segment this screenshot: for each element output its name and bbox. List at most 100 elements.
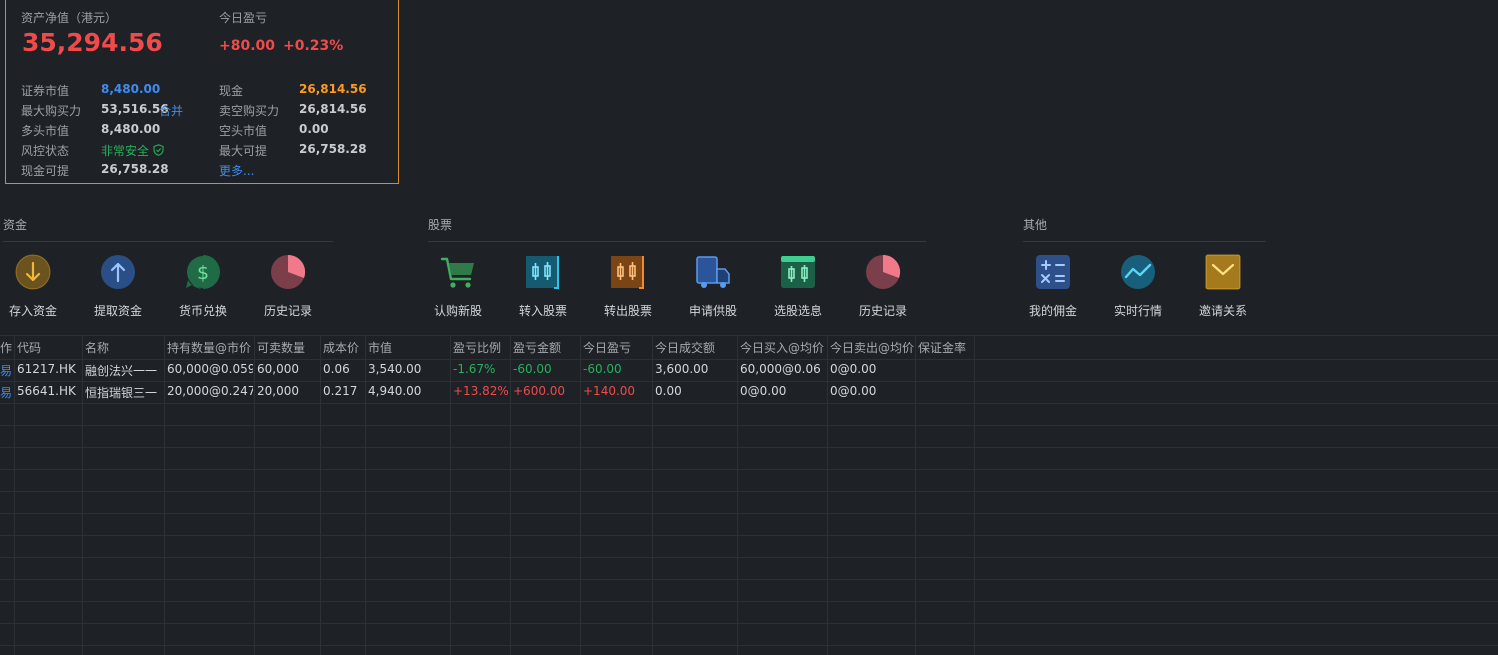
transfer-out-stock-label: 转出股票 (603, 304, 652, 318)
table-column-divider (915, 335, 916, 655)
envelope-icon (1204, 253, 1242, 291)
ipo-subscribe-button[interactable]: 认购新股 (418, 253, 498, 319)
cash-withdrawable-value: 26,758.28 (101, 162, 169, 176)
cart-icon (439, 253, 477, 291)
table-row-divider (0, 447, 1498, 448)
rights-issue-label: 申请供股 (688, 304, 737, 318)
column-header[interactable]: 盈亏金额 (513, 341, 562, 355)
column-header[interactable]: 代码 (17, 341, 42, 355)
securities-value: 8,480.00 (101, 82, 161, 96)
table-cell: 0@0.00 (740, 384, 787, 398)
table-column-divider (510, 335, 511, 655)
table-cell: 60,000 (257, 362, 299, 376)
account-summary-panel: 资产净值（港元） 35,294.56 今日盈亏 +80.00 +0.23% 证券… (5, 0, 399, 184)
withdraw-funds-label: 提取资金 (93, 304, 142, 318)
max-buying-power-label: 最大购买力 (21, 104, 82, 118)
rights-issue-button[interactable]: 申请供股 (673, 253, 753, 319)
table-column-divider (580, 335, 581, 655)
column-header[interactable]: 名称 (85, 341, 110, 355)
today-pl-amount: +80.00 (219, 38, 276, 54)
currency-exchange-button[interactable]: $ 货币兑换 (163, 253, 243, 319)
history-pie-icon (269, 253, 307, 291)
trade-link[interactable]: 易 (0, 364, 13, 378)
column-header[interactable]: 成本价 (323, 341, 360, 355)
section-title-other: 其他 (1023, 218, 1048, 232)
column-header[interactable]: 作 (0, 341, 13, 355)
table-cell: 60,000@0.06 (740, 362, 821, 376)
transfer-in-stock-button[interactable]: 转入股票 (503, 253, 583, 319)
more-link[interactable]: 更多... (219, 164, 255, 178)
column-header[interactable]: 今日买入@均价 (740, 341, 825, 355)
deposit-funds-button[interactable]: 存入资金 (0, 253, 73, 319)
table-row-divider (0, 335, 1498, 336)
table-cell: -1.67% (453, 362, 496, 376)
table-cell: -60.00 (513, 362, 552, 376)
trade-link[interactable]: 易 (0, 386, 13, 400)
table-column-divider (82, 335, 83, 655)
table-row-divider (0, 425, 1498, 426)
section-divider (3, 241, 333, 242)
table-row-divider (0, 579, 1498, 580)
table-cell: 60,000@0.059 (167, 362, 253, 376)
column-header[interactable]: 盈亏比例 (453, 341, 502, 355)
table-cell: 61217.HK (17, 362, 76, 376)
table-column-divider (164, 335, 165, 655)
section-divider (1023, 241, 1266, 242)
table-cell: 0.00 (655, 384, 682, 398)
ipo-subscribe-label: 认购新股 (433, 304, 482, 318)
table-cell: +140.00 (583, 384, 636, 398)
my-commission-button[interactable]: 我的佣金 (1013, 253, 1093, 319)
shield-icon (153, 144, 164, 159)
realtime-quotes-button[interactable]: 实时行情 (1098, 253, 1178, 319)
table-column-divider (254, 335, 255, 655)
table-row-divider (0, 557, 1498, 558)
table-cell: 3,540.00 (368, 362, 422, 376)
risk-status-label: 风控状态 (21, 144, 70, 158)
stock-select-icon (779, 253, 817, 291)
my-commission-label: 我的佣金 (1028, 304, 1077, 318)
net-asset-label: 资产净值（港元） (21, 11, 118, 25)
table-row-divider (0, 359, 1498, 360)
table-row-divider (0, 623, 1498, 624)
invite-relation-button[interactable]: 邀请关系 (1183, 253, 1263, 319)
stock-history-button[interactable]: 历史记录 (843, 253, 923, 319)
transfer-in-icon (524, 253, 562, 291)
cash-label: 现金 (219, 84, 244, 98)
short-market-value-label: 空头市值 (219, 124, 268, 138)
today-pl-label: 今日盈亏 (219, 11, 268, 25)
max-withdrawable-label: 最大可提 (219, 144, 268, 158)
table-cell: +600.00 (513, 384, 566, 398)
table-cell: 0@0.00 (830, 384, 877, 398)
table-cell: 0.06 (323, 362, 350, 376)
deposit-funds-label: 存入资金 (8, 304, 57, 318)
funds-history-button[interactable]: 历史记录 (248, 253, 328, 319)
stock-dividend-select-button[interactable]: 选股选息 (758, 253, 838, 319)
short-buying-power-value: 26,814.56 (299, 102, 367, 116)
table-row-divider (0, 469, 1498, 470)
table-cell: 20,000 (257, 384, 299, 398)
table-row-divider (0, 513, 1498, 514)
column-header[interactable]: 保证金率 (918, 341, 967, 355)
deposit-icon (14, 253, 52, 291)
table-cell: 融创法兴一一 (85, 364, 158, 378)
column-header[interactable]: 可卖数量 (257, 341, 306, 355)
column-header[interactable]: 持有数量@市价 (167, 341, 252, 355)
table-column-divider (365, 335, 366, 655)
table-cell: 4,940.00 (368, 384, 422, 398)
short-buying-power-label: 卖空购买力 (219, 104, 280, 118)
column-header[interactable]: 市值 (368, 341, 393, 355)
merge-link[interactable]: 合并 (159, 104, 184, 118)
table-column-divider (14, 335, 15, 655)
transfer-in-stock-label: 转入股票 (518, 304, 567, 318)
transfer-out-stock-button[interactable]: 转出股票 (588, 253, 668, 319)
trend-icon (1119, 253, 1157, 291)
table-cell: +13.82% (453, 384, 509, 398)
short-market-value: 0.00 (299, 122, 329, 136)
table-row-divider (0, 491, 1498, 492)
max-buying-power-value: 53,516.56 (101, 102, 169, 116)
section-title-stocks: 股票 (428, 218, 453, 232)
column-header[interactable]: 今日成交额 (655, 341, 716, 355)
column-header[interactable]: 今日盈亏 (583, 341, 632, 355)
withdraw-funds-button[interactable]: 提取资金 (78, 253, 158, 319)
column-header[interactable]: 今日卖出@均价 (830, 341, 914, 355)
